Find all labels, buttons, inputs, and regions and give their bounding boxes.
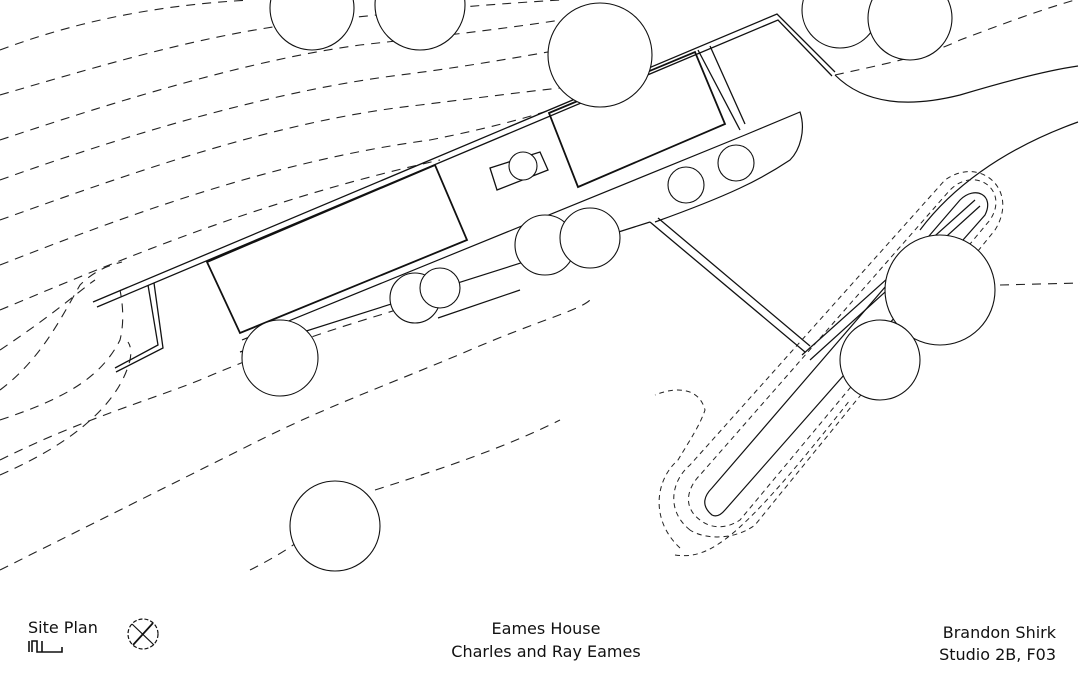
tree-top-5 (867, 0, 953, 61)
tree-terrace-4 (559, 207, 621, 269)
tree-drive-1 (884, 234, 996, 346)
tree-terrace-2 (717, 144, 755, 182)
title-block: Site Plan Eames House Charles and Ray Ea… (0, 600, 1080, 678)
tree-drive-2 (839, 319, 921, 401)
trees (241, 0, 996, 572)
project-info: Eames House Charles and Ray Eames (0, 617, 1080, 663)
building (92, 13, 836, 373)
course-code: Studio 2B, F03 (939, 645, 1056, 664)
project-title: Eames House (491, 619, 601, 638)
tree-meadow (289, 480, 381, 572)
graphic-scale-bar-icon (28, 640, 63, 653)
lower-site-contour (0, 289, 461, 461)
tree-top-2 (374, 0, 466, 51)
tree-terrace-6 (419, 267, 461, 309)
tree-terrace-1 (667, 166, 705, 204)
roads (654, 65, 1079, 557)
north-arrow-icon (127, 618, 159, 650)
tree-courtyard (508, 151, 538, 181)
author-info: Brandon Shirk Studio 2B, F03 (939, 622, 1056, 666)
tree-top-3 (547, 2, 653, 108)
drawing-label: Site Plan (28, 618, 98, 637)
tree-front (241, 319, 319, 397)
site-plan-drawing (0, 0, 1080, 572)
tree-top-1 (269, 0, 355, 51)
architects: Charles and Ray Eames (451, 642, 641, 661)
author-name: Brandon Shirk (942, 623, 1056, 642)
tree-top-4 (801, 0, 879, 49)
